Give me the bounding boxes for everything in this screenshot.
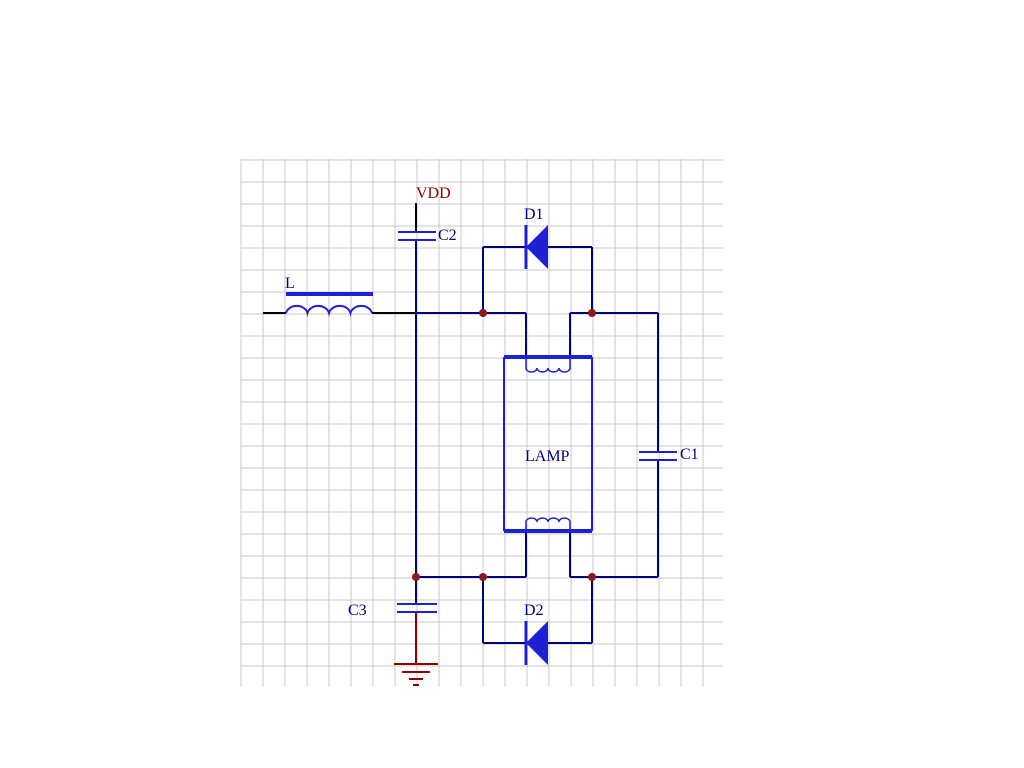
d2-label: D2 xyxy=(524,602,544,619)
c3-label: C3 xyxy=(348,602,367,619)
diode-d1 xyxy=(524,225,548,269)
lamp-label: LAMP xyxy=(525,448,570,465)
c2-label: C2 xyxy=(438,227,457,244)
d1-triangle xyxy=(526,225,548,269)
d2-triangle xyxy=(526,621,548,665)
lamp-top-filament xyxy=(525,357,571,373)
junction-top-right xyxy=(588,309,596,317)
junction-top-left xyxy=(479,309,487,317)
wires xyxy=(263,203,659,664)
lamp-bottom-filament xyxy=(525,517,571,531)
diode-d2 xyxy=(524,621,548,665)
junction-bottom-left xyxy=(479,573,487,581)
junction-bottom-rail xyxy=(412,573,420,581)
l-label: L xyxy=(285,275,295,292)
vdd-label: VDD xyxy=(416,185,451,202)
capacitor-c3 xyxy=(397,603,437,613)
ground-icon xyxy=(394,663,438,686)
junction-bottom-right xyxy=(588,573,596,581)
junctions xyxy=(412,309,596,581)
c1-label: C1 xyxy=(680,446,699,463)
inductor-coil xyxy=(285,304,373,317)
capacitor-c2 xyxy=(398,231,436,241)
d1-label: D1 xyxy=(524,206,544,223)
inductor-l xyxy=(285,292,373,317)
capacitor-c1 xyxy=(639,451,677,461)
lamp xyxy=(503,355,593,533)
